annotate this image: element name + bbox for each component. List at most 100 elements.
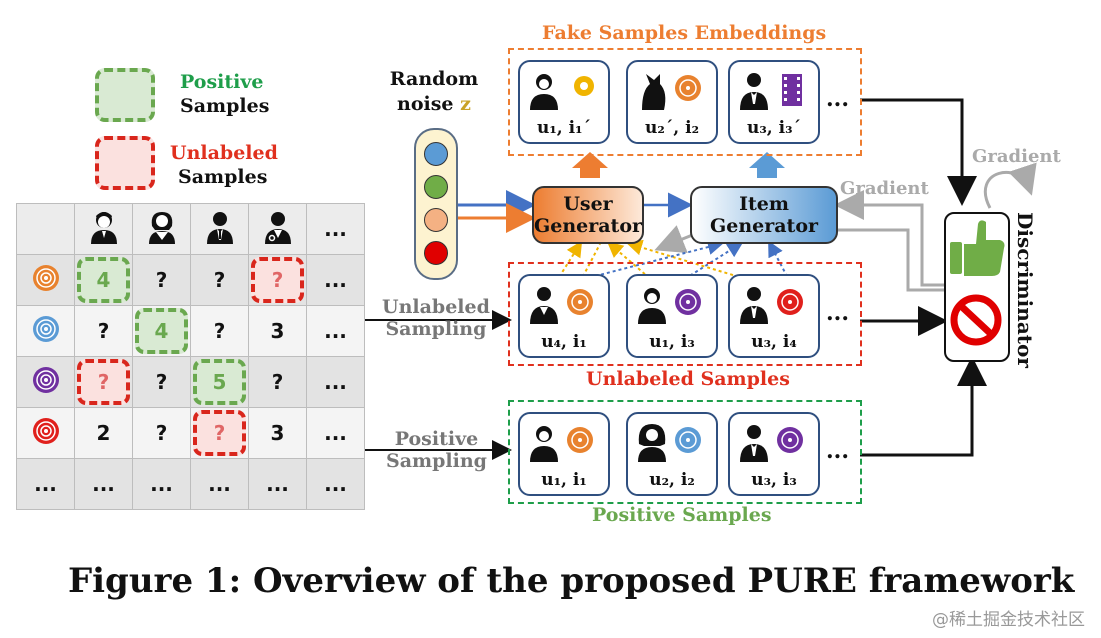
fake-to-discriminator-arrow [860, 98, 977, 206]
businessman-with-disc-icon [740, 287, 803, 324]
matrix-cell: ? [248, 254, 307, 306]
matrix-cell: ... [132, 458, 191, 510]
random-noise-label: Random noise z [384, 67, 484, 117]
positive-ellipsis: ... [826, 438, 849, 464]
matrix-cell: ? [190, 305, 249, 357]
positive-sampling-label: Positive Sampling [386, 428, 487, 472]
positive-samples-frame [508, 400, 862, 504]
matrix-cell: ? [248, 356, 307, 408]
positive-samples-title: Positive Samples [592, 504, 772, 526]
positive-sample-3-label: u₃, i₃ [751, 470, 797, 490]
unlabeled-sample-3-label: u₃, i₄ [751, 332, 797, 352]
positive-sampling-line2: Sampling [386, 450, 487, 472]
fake-sample-3: u₃, i₃´ [728, 60, 820, 144]
matrix-cell: ? [74, 356, 133, 408]
matrix-row: ... ... ... ... ... ... [16, 458, 365, 510]
positive-sample-2-label: u₂, i₂ [649, 470, 695, 490]
matrix-cell: 2 [74, 407, 133, 459]
unlabeled-samples-frame [508, 262, 862, 366]
unlabeled-sample-3: u₃, i₄ [728, 274, 820, 358]
unlabeled-ellipsis: ... [826, 300, 849, 326]
item-gen-up-arrow [749, 152, 785, 178]
fake-samples-frame [508, 48, 862, 156]
matrix-cell: ... [306, 305, 365, 357]
matrix-cell: 4 [74, 254, 133, 306]
unlabeled-legend-samples: Samples [178, 166, 268, 188]
man-with-disc-icon [638, 288, 701, 324]
user-generator-line2: Generator [534, 215, 642, 237]
matrix-row: ? 4 ? 3 ... [16, 305, 365, 357]
matrix-cell: ? [132, 407, 191, 459]
watermark: @稀土掘金技术社区 [932, 610, 1085, 630]
matrix-cell: ... [16, 458, 75, 510]
positive-sample-2: u₂, i₂ [626, 412, 718, 496]
user-icon-man [74, 203, 133, 255]
prohibited-icon [950, 294, 1002, 346]
item-generator-line1: Item [739, 193, 789, 215]
blue-disc-icon [16, 305, 75, 357]
unlabeled-sampling-label: Unlabeled Sampling [382, 296, 490, 340]
matrix-cell: ... [306, 407, 365, 459]
fake-sample-2: u₂´, i₂ [626, 60, 718, 144]
orange-disc-icon [16, 254, 75, 306]
matrix-row: 4 ? ? ? ... [16, 254, 365, 306]
thumbs-up-icon [950, 220, 1005, 276]
unlabeled-samples-title: Unlabeled Samples [586, 368, 790, 390]
fake-samples-title: Fake Samples Embeddings [542, 22, 827, 44]
matrix-header-ellipsis: ... [306, 203, 365, 255]
user-icon-woman [132, 203, 191, 255]
discriminator-icons [950, 220, 1005, 346]
random-noise-line2: noise z [397, 93, 471, 115]
discriminator-box [944, 212, 1010, 362]
noise-node-blue [424, 142, 448, 166]
discriminator-label: Discriminator [1013, 212, 1037, 368]
matrix-row: 2 ? ? 3 ... [16, 407, 365, 459]
red-disc-icon [16, 407, 75, 459]
rating-matrix: ... 4 ? ? ? ... ? 4 ? 3 ... ? ? 5 ? ... … [16, 203, 365, 510]
unlabeled-sample-2: u₁, i₃ [626, 274, 718, 358]
matrix-cell: ... [306, 254, 365, 306]
item-generator-line2: Generator [710, 215, 818, 237]
noise-node-green [424, 175, 448, 199]
positive-legend-swatch [95, 68, 155, 122]
noise-node-red [424, 241, 448, 265]
matrix-cell: 3 [248, 305, 307, 357]
user-icon-doctor [248, 203, 307, 255]
unlabeled-legend-word: Unlabeled [170, 142, 278, 164]
fake-sample-1: u₁, i₁´ [518, 60, 610, 144]
positive-sampling-line1: Positive [394, 428, 479, 450]
noise-vector [414, 128, 458, 280]
matrix-header-row: ... [16, 203, 365, 255]
figure-caption: Figure 1: Overview of the proposed PURE … [68, 561, 1075, 601]
gradient-label-top: Gradient [972, 146, 1061, 167]
user-icon-businessman [190, 203, 249, 255]
matrix-cell: 3 [248, 407, 307, 459]
matrix-cell: ... [306, 458, 365, 510]
user-gen-up-arrow [572, 152, 608, 178]
unlabeled-sampling-line1: Unlabeled [382, 296, 490, 318]
matrix-cell: 4 [132, 305, 191, 357]
matrix-cell: ... [248, 458, 307, 510]
positive-legend-word: Positive [180, 71, 264, 93]
positive-legend-samples: Samples [180, 95, 270, 117]
cat-with-disc-icon [642, 74, 701, 110]
random-noise-line1: Random [389, 68, 479, 90]
matrix-cell: ? [132, 254, 191, 306]
matrix-cell: ? [132, 356, 191, 408]
unlabeled-legend-label: Unlabeled Samples [170, 141, 278, 189]
matrix-row: ? ? 5 ? ... [16, 356, 365, 408]
user-with-gear-icon [530, 74, 594, 110]
unlabeled-sample-1: u₄, i₁ [518, 274, 610, 358]
fake-ellipsis: ... [826, 86, 849, 112]
matrix-cell: ? [74, 305, 133, 357]
matrix-cell: ... [306, 356, 365, 408]
fake-sample-2-label: u₂´, i₂ [644, 118, 700, 138]
man-with-disc-icon [530, 426, 593, 462]
positive-legend-label: Positive Samples [180, 70, 269, 118]
fake-sample-3-label: u₃, i₃´ [746, 118, 802, 138]
matrix-corner [16, 203, 75, 255]
positive-sample-3: u₃, i₃ [728, 412, 820, 496]
user-generator-line1: User [563, 193, 613, 215]
woman-with-disc-icon [638, 424, 701, 462]
